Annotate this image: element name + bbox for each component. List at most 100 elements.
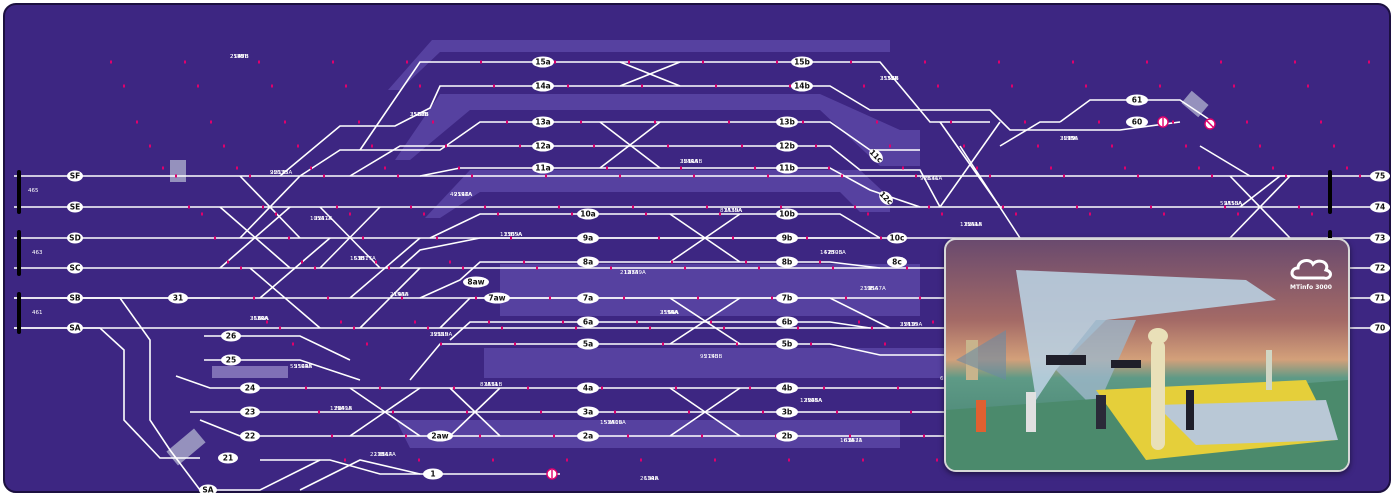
signal-marker [862, 459, 864, 462]
track-label-5b[interactable]: 5b [776, 339, 798, 350]
track-label-2a[interactable]: 2a [577, 431, 599, 442]
signal-marker [667, 145, 669, 148]
track-label-74[interactable]: 74 [1370, 202, 1390, 213]
track-label-text: 14b [794, 82, 810, 91]
track-label-23[interactable]: 23 [240, 407, 260, 418]
signal-marker [1333, 145, 1335, 148]
track-label-sf[interactable]: SF [67, 171, 83, 182]
track-label-71[interactable]: 71 [1370, 293, 1390, 304]
track-label-75[interactable]: 75 [1370, 171, 1390, 182]
signal-marker [762, 411, 764, 414]
signal-marker [1085, 85, 1087, 88]
track-label-72[interactable]: 72 [1370, 263, 1390, 274]
track-label-4a[interactable]: 4a [577, 383, 599, 394]
track-label-9a[interactable]: 9a [577, 233, 599, 244]
track-label-text: 7b [782, 294, 793, 303]
track-label-14b[interactable]: 14b [791, 81, 813, 92]
track-label-7aw[interactable]: 7aw [484, 293, 510, 304]
track-label-6b[interactable]: 6b [776, 317, 798, 328]
track-label-24[interactable]: 24 [240, 383, 260, 394]
signal-marker [1111, 145, 1113, 148]
track-label-text: 2b [782, 432, 793, 441]
track-label-1[interactable]: 1 [423, 469, 443, 480]
signal-marker [462, 267, 464, 270]
signal-marker [623, 297, 625, 300]
signal-marker [423, 213, 425, 216]
track-label-8aw[interactable]: 8aw [463, 277, 489, 288]
signal-marker [836, 411, 838, 414]
track-label-70[interactable]: 70 [1370, 323, 1390, 334]
track-label-8a[interactable]: 8a [577, 257, 599, 268]
track-label-sb[interactable]: SB [67, 293, 83, 304]
track-label-8c[interactable]: 8c [887, 257, 907, 268]
track-label-text: 4a [583, 384, 593, 393]
track-label-25[interactable]: 25 [221, 355, 241, 366]
track-label-sa-bottom[interactable]: SA [199, 485, 217, 496]
track-label-10b[interactable]: 10b [776, 209, 798, 220]
track-label-13a[interactable]: 13a [532, 117, 554, 128]
track-label-11b[interactable]: 11b [776, 163, 798, 174]
signal-marker [789, 85, 791, 88]
signal-marker [310, 167, 312, 170]
signal-marker [471, 175, 473, 178]
track-label-12b[interactable]: 12b [776, 141, 798, 152]
signal-marker [675, 387, 677, 390]
track-label-text: SE [70, 203, 81, 212]
track-label-3b[interactable]: 3b [776, 407, 798, 418]
track-label-13b[interactable]: 13b [776, 117, 798, 128]
track-label-73[interactable]: 73 [1370, 233, 1390, 244]
track-label-11a[interactable]: 11a [532, 163, 554, 174]
track-label-5a[interactable]: 5a [577, 339, 599, 350]
track-label-26[interactable]: 26 [221, 331, 241, 342]
track-label-8b[interactable]: 8b [776, 257, 798, 268]
signal-marker [149, 145, 151, 148]
signal-marker [941, 213, 943, 216]
track-label-3a[interactable]: 3a [577, 407, 599, 418]
track-label-31[interactable]: 31 [168, 293, 188, 304]
signal-marker [1159, 85, 1161, 88]
switch-label: 391B [430, 332, 444, 338]
track-label-15b[interactable]: 15b [791, 57, 813, 68]
signal-marker [327, 297, 329, 300]
signal-marker [340, 321, 342, 324]
switch-label: 5 [868, 286, 872, 292]
track-label-6a[interactable]: 6a [577, 317, 599, 328]
track-label-21[interactable]: 21 [218, 453, 238, 464]
track-label-61[interactable]: 61 [1126, 95, 1148, 106]
track-label-9b[interactable]: 9b [776, 233, 798, 244]
track-label-se[interactable]: SE [67, 202, 83, 213]
track-label-15a[interactable]: 15a [532, 57, 554, 68]
track-label-2aw[interactable]: 2aw [427, 431, 453, 442]
track-label-sd[interactable]: SD [67, 233, 83, 244]
track-label-7b[interactable]: 7b [776, 293, 798, 304]
signal-marker [1172, 121, 1174, 124]
signal-marker [314, 267, 316, 270]
signal-marker [1137, 175, 1139, 178]
track-label-2b[interactable]: 2b [776, 431, 798, 442]
signal-marker [714, 459, 716, 462]
track-label-14a[interactable]: 14a [532, 81, 554, 92]
signal-marker [236, 167, 238, 170]
track-label-text: 21 [223, 454, 233, 463]
mtinfo-promo-panel: MTinfo 3000 [944, 238, 1350, 472]
switch-label: 375 [900, 322, 911, 328]
track-label-10c[interactable]: 10c [887, 233, 907, 244]
track-label-60[interactable]: 60 [1126, 117, 1148, 128]
switch-label: 331B [608, 420, 622, 426]
signal-marker [410, 206, 412, 209]
track-label-sc[interactable]: SC [67, 263, 83, 274]
track-label-sa[interactable]: SA [67, 323, 83, 334]
signal-marker [998, 61, 1000, 64]
track-label-12a[interactable]: 12a [532, 141, 554, 152]
signal-marker [832, 267, 834, 270]
track-label-text: 23 [245, 408, 255, 417]
signal-marker [1285, 175, 1287, 178]
track-label-22[interactable]: 22 [240, 431, 260, 442]
signal-marker [379, 387, 381, 390]
track-label-7a[interactable]: 7a [577, 293, 599, 304]
track-label-10a[interactable]: 10a [577, 209, 599, 220]
signal-marker [492, 459, 494, 462]
track-label-4b[interactable]: 4b [776, 383, 798, 394]
signal-marker [923, 435, 925, 438]
signal-marker [601, 387, 603, 390]
